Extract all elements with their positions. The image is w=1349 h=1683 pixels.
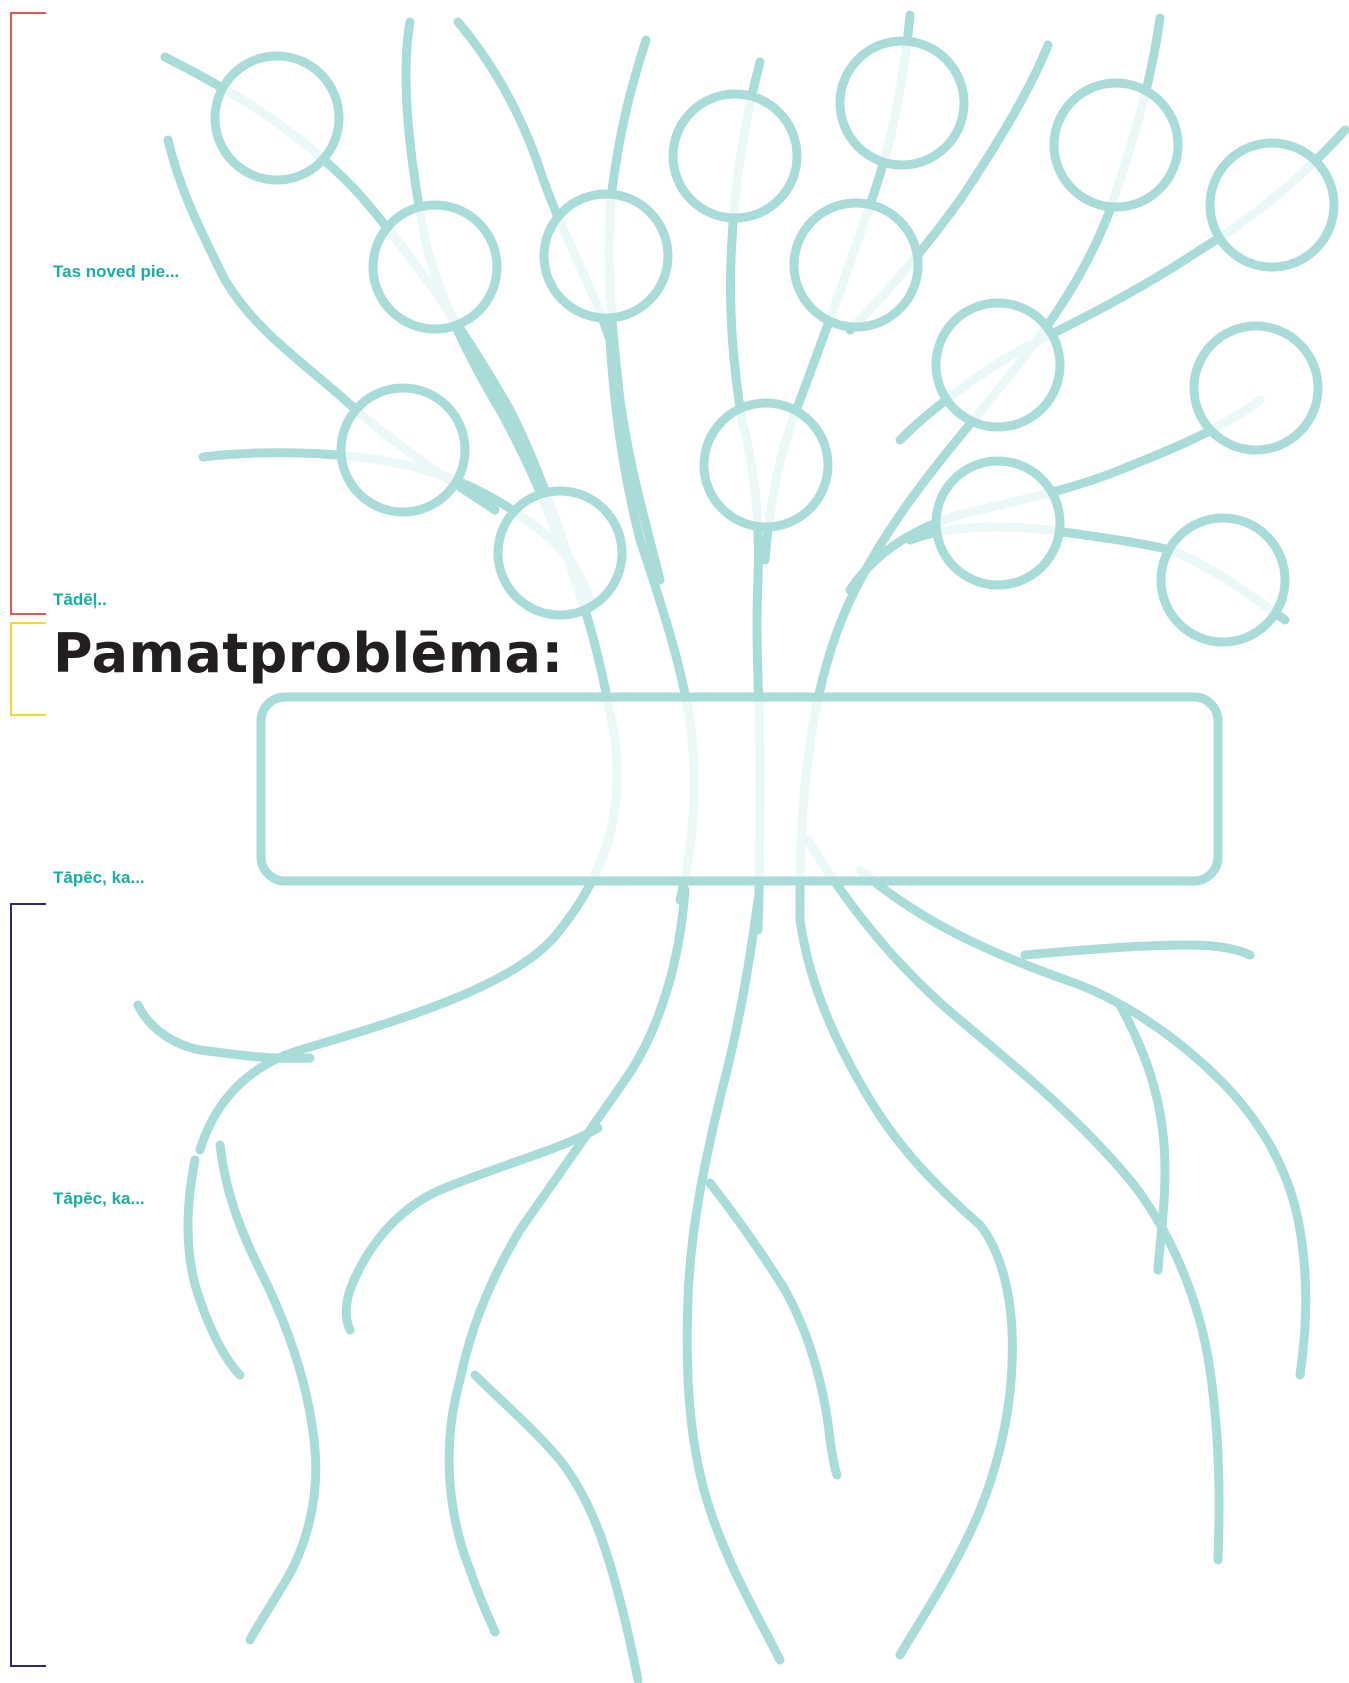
effect-circle-1 [210, 51, 344, 185]
root-10 [803, 835, 1224, 1565]
effect-circle-14 [931, 456, 1065, 590]
root-3 [183, 1155, 245, 1380]
core-problem-bracket [10, 622, 46, 716]
root-5 [341, 1123, 603, 1335]
effect-circle-10 [1189, 321, 1323, 455]
effect-circle-9 [931, 298, 1065, 432]
effect-circle-12 [336, 383, 470, 517]
effect-circle-2 [368, 200, 502, 334]
root-1 [133, 1000, 315, 1063]
root-11 [855, 865, 1311, 1380]
core-problem-box [256, 692, 1223, 886]
causes-bracket [10, 903, 46, 1667]
page-title: Pamatproblēma: [53, 622, 564, 685]
therefore-label: Tādēļ.. [53, 590, 107, 609]
root-9 [795, 915, 1017, 1660]
effects-label: Tas noved pie... [53, 262, 180, 281]
root-7 [682, 895, 785, 1665]
effect-circle-13 [493, 486, 627, 620]
effect-circle-8 [1205, 138, 1339, 272]
effect-circle-5 [835, 36, 969, 170]
effect-circle-3 [539, 189, 673, 323]
causes-label-2: Tāpēc, ka... [53, 1189, 145, 1208]
effect-circle-4 [668, 89, 802, 223]
root-13 [1020, 940, 1255, 960]
root-6 [470, 1370, 643, 1683]
root-8 [705, 1178, 842, 1480]
effect-circle-11 [699, 398, 833, 532]
effects-bracket [10, 12, 46, 615]
effect-circle-7 [1049, 78, 1183, 212]
effect-circle-15 [1156, 513, 1290, 647]
causes-label-1: Tāpēc, ka... [53, 868, 145, 887]
effect-circle-6 [789, 198, 923, 332]
root-2 [215, 1140, 321, 1645]
branch-1 [160, 52, 622, 1155]
root-4 [444, 885, 690, 1637]
root-12 [1115, 1000, 1170, 1275]
